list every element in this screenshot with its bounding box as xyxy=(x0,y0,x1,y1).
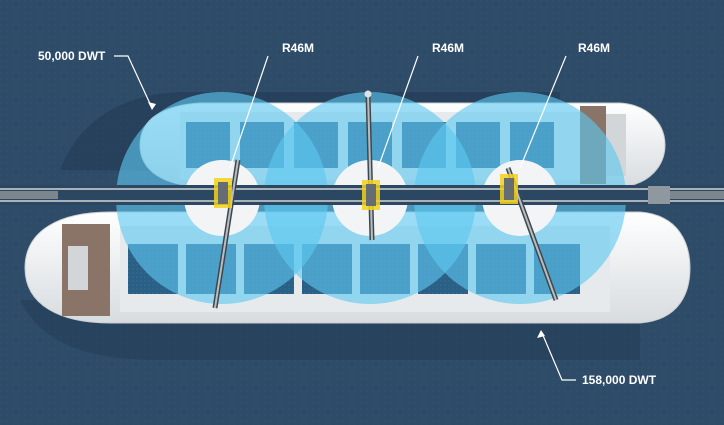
callout-line-50000 xyxy=(114,55,153,109)
label-158000-dwt: 158,000 DWT xyxy=(582,373,657,387)
callout-line-crane-left xyxy=(229,55,269,169)
callout-line-158000 xyxy=(541,332,576,381)
label-crane-center: R46M xyxy=(432,41,464,55)
crane-center xyxy=(362,90,380,241)
label-50000-dwt: 50,000 DWT xyxy=(38,49,106,63)
crane-left xyxy=(212,159,241,309)
callout-line-crane-right xyxy=(519,55,567,169)
label-crane-left: R46M xyxy=(282,41,314,55)
callout-line-crane-center xyxy=(377,55,419,169)
label-crane-right: R46M xyxy=(578,41,610,55)
crane-right xyxy=(500,167,559,301)
